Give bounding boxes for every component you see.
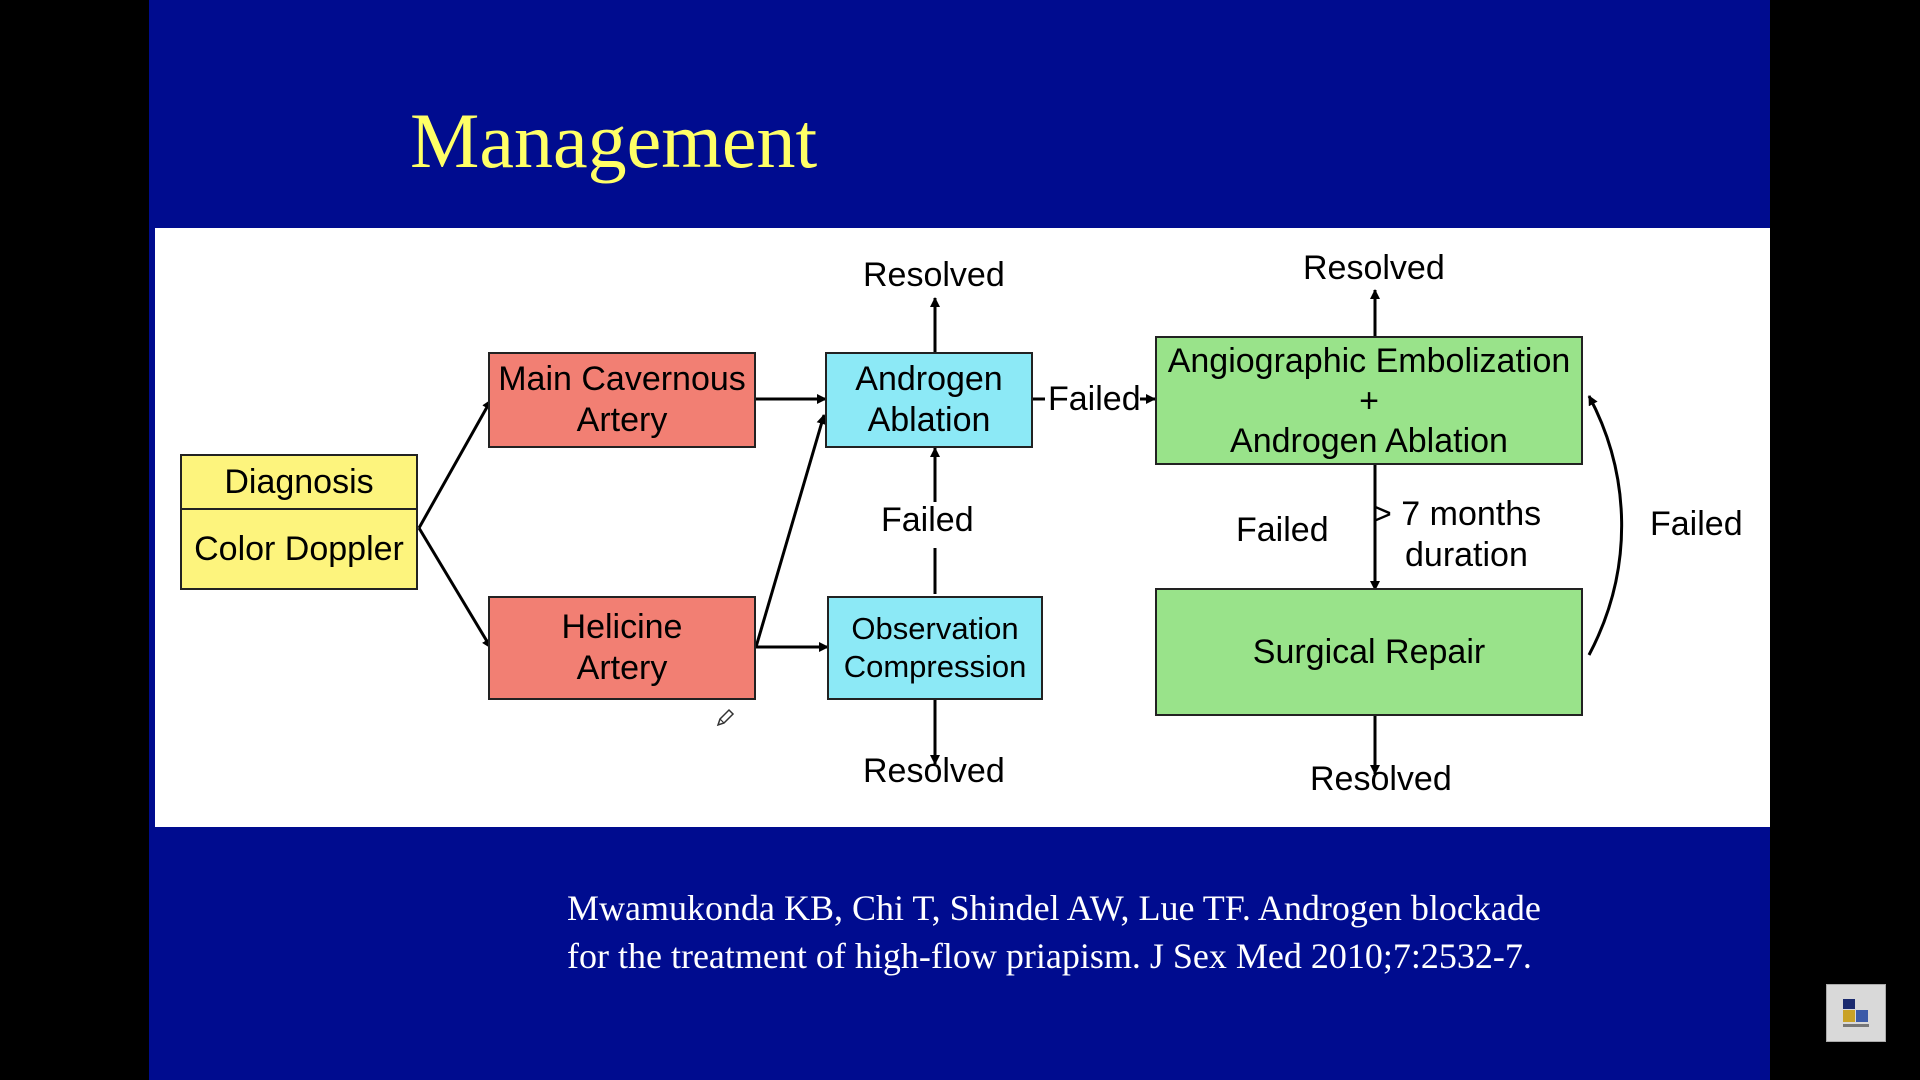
diagnosis-label: Diagnosis (182, 456, 416, 510)
main-cavernous-line1: Main Cavernous (498, 360, 746, 398)
duration-label-line1: > 7 months (1372, 495, 1542, 533)
main-cavernous-line2: Artery (576, 401, 668, 439)
flowchart-panel: Diagnosis Color Doppler Main Cavernous A… (155, 228, 1770, 827)
failed-label-ablation-to-embolization: Failed (1048, 380, 1141, 418)
resolved-label-surgical: Resolved (1310, 760, 1452, 798)
diagnosis-box: Diagnosis Color Doppler (180, 454, 418, 590)
observation-line2: Compression (843, 649, 1027, 684)
observation-line1: Observation (851, 611, 1019, 646)
arrow-diagnosis-to-main-cavernous (417, 399, 493, 529)
resolved-label-observation: Resolved (863, 752, 1005, 790)
citation-line1: Mwamukonda KB, Chi T, Shindel AW, Lue TF… (567, 888, 1541, 928)
citation: Mwamukonda KB, Chi T, Shindel AW, Lue TF… (567, 884, 1541, 980)
helicine-line1: Helicine (561, 608, 683, 646)
flowchart-arrows (417, 289, 1624, 775)
androgen-ablation-box: Androgen Ablation (825, 352, 1033, 448)
main-cavernous-artery-box: Main Cavernous Artery (488, 352, 756, 448)
failed-label-embolization-to-surgical: Failed (1236, 511, 1329, 549)
surgical-repair-box: Surgical Repair (1155, 588, 1583, 716)
surgical-repair-label: Surgical Repair (1252, 632, 1486, 671)
angiographic-embolization-box: Angiographic Embolization + Androgen Abl… (1155, 336, 1583, 465)
observation-compression-box: Observation Compression (827, 596, 1043, 700)
embolization-line1: Angiographic Embolization (1167, 341, 1571, 380)
duration-label-line2: duration (1405, 536, 1528, 574)
helicine-artery-box: Helicine Artery (488, 596, 756, 700)
arrow-helicine-to-ablation (754, 414, 827, 648)
logo-icon (1826, 984, 1886, 1042)
slide-title: Management (410, 97, 818, 184)
failed-label-observation-to-ablation: Failed (881, 501, 974, 539)
embolization-plus: + (1359, 381, 1379, 420)
citation-line2: for the treatment of high-flow priapism.… (567, 936, 1532, 976)
arrow-diagnosis-to-helicine (417, 527, 493, 649)
embolization-line3: Androgen Ablation (1230, 421, 1508, 460)
androgen-ablation-line1: Androgen (855, 360, 1003, 398)
helicine-line2: Artery (576, 649, 668, 687)
arrow-surgical-to-embolization (1587, 395, 1624, 656)
failed-label-surgical-to-embolization: Failed (1650, 505, 1743, 543)
pen-cursor-icon (716, 708, 735, 727)
resolved-label-embolization: Resolved (1303, 249, 1445, 287)
slide: Management (149, 0, 1770, 1080)
androgen-ablation-line2: Ablation (867, 401, 991, 439)
color-doppler-label: Color Doppler (194, 530, 404, 568)
resolved-label-ablation: Resolved (863, 256, 1005, 294)
